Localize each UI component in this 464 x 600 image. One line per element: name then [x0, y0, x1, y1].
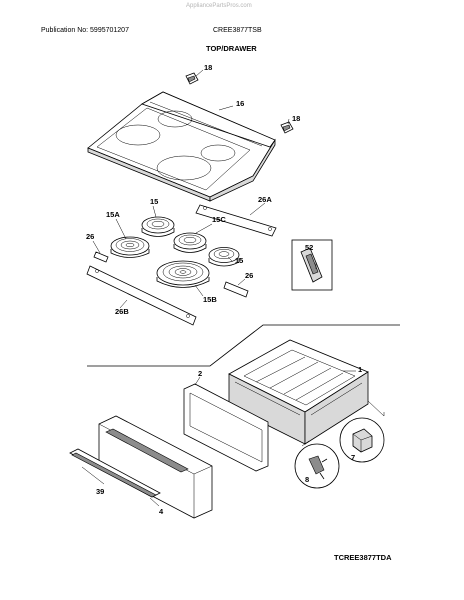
callout-16: 16	[236, 99, 244, 108]
mounting-clip-right	[280, 121, 294, 134]
radiant-element-15b	[156, 260, 210, 288]
drawer-body	[228, 339, 369, 445]
burner-bracket-26-left	[93, 251, 109, 263]
radiant-element-15a	[110, 236, 150, 258]
drawer-front-panel	[98, 415, 213, 519]
callout-15-right: 15	[235, 256, 243, 265]
leader-lines	[81, 69, 385, 507]
watermark: AppliancePartsPros.com	[186, 3, 252, 9]
callout-26b: 26B	[115, 307, 129, 316]
drawer-handle-trim	[69, 448, 161, 498]
callout-18-left: 18	[204, 63, 212, 72]
callout-26a: 26A	[258, 195, 272, 204]
callout-26-right: 26	[245, 271, 253, 280]
callout-7: 7	[351, 453, 355, 462]
burner-bracket-26b	[86, 265, 197, 326]
model-number: CREE3877TSB	[213, 27, 262, 34]
inset-part-52	[291, 239, 333, 291]
diagram-code: TCREE3877TDA	[334, 553, 392, 562]
radiant-element-15	[141, 216, 175, 237]
radiant-element-15c	[173, 232, 207, 253]
callout-8: 8	[305, 475, 309, 484]
drawer-inner-panel	[183, 383, 269, 472]
callout-15b: 15B	[203, 295, 217, 304]
section-divider-line	[87, 324, 400, 367]
callout-15: 15	[150, 197, 158, 206]
callout-18-right: 18	[292, 114, 300, 123]
callout-26-left: 26	[86, 232, 94, 241]
inset-part-7	[339, 417, 385, 463]
callout-15c: 15C	[212, 215, 226, 224]
callout-52: 52	[305, 243, 313, 252]
inset-part-8	[294, 443, 340, 489]
cooktop-glass-top	[87, 91, 276, 202]
burner-bracket-26a	[195, 204, 277, 237]
radiant-element-15-right	[208, 247, 240, 267]
section-title: TOP/DRAWER	[206, 44, 257, 53]
callout-39: 39	[96, 487, 104, 496]
callout-1: 1	[358, 365, 362, 374]
callout-4: 4	[159, 507, 164, 516]
callout-2: 2	[198, 369, 202, 378]
callout-15a: 15A	[106, 210, 120, 219]
publication-number: Publication No: 5995701207	[41, 27, 129, 34]
burner-bracket-26	[223, 281, 249, 298]
mounting-clip-left	[185, 72, 199, 85]
